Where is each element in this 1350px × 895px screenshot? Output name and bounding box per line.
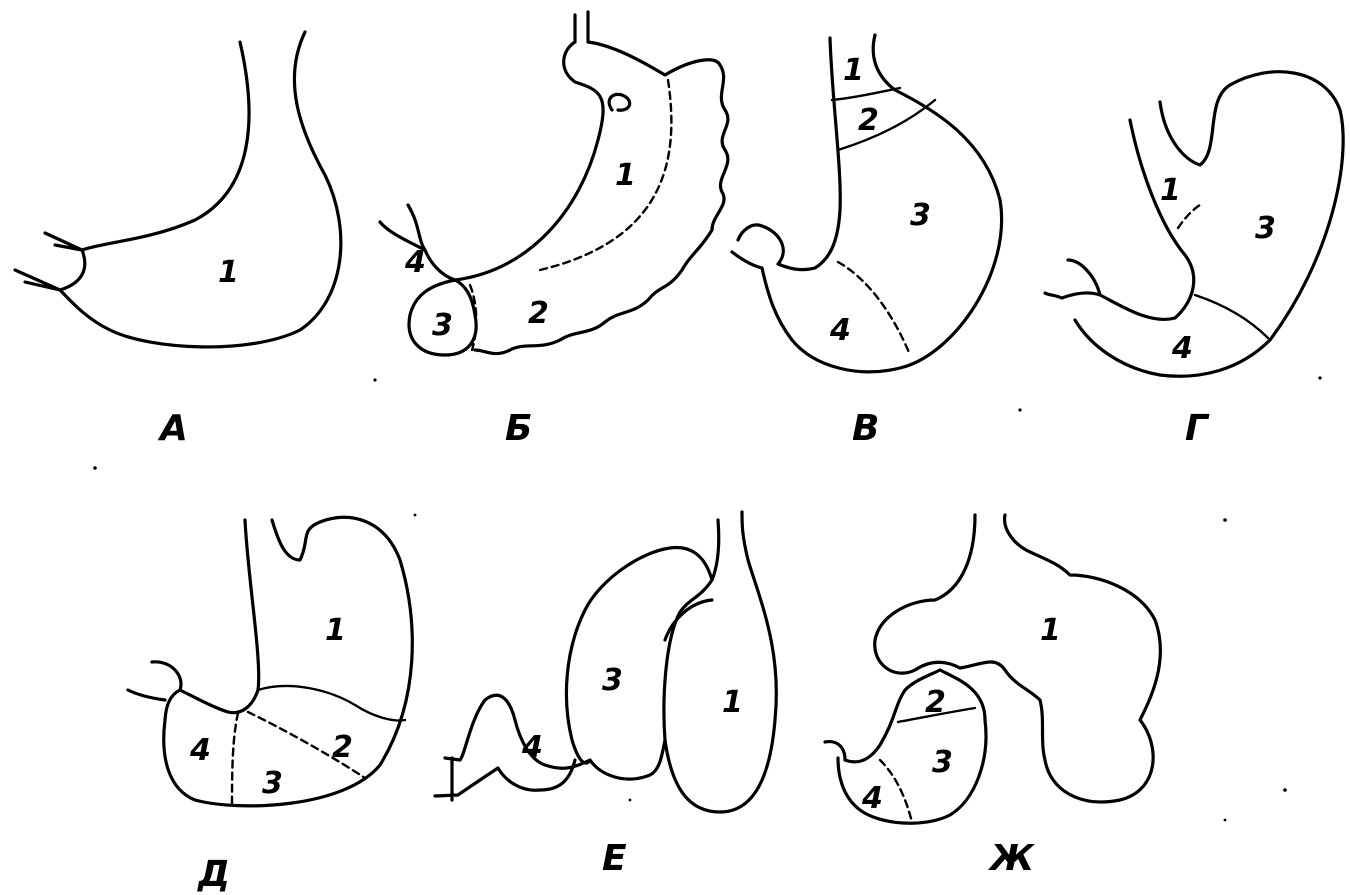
region-label: 3: [432, 308, 453, 343]
panel-a: 1 А: [15, 32, 341, 449]
panel-e: 3 1 4 Е: [435, 512, 776, 879]
region-label: 1: [843, 53, 864, 88]
panel-a-outline: [60, 32, 341, 347]
region-label: 1: [722, 685, 743, 720]
region-label: 3: [602, 663, 623, 698]
panel-g-outline: [1045, 72, 1343, 377]
panel-caption: Б: [505, 408, 532, 449]
region-label: 1: [615, 158, 636, 193]
panel-b-outline: [380, 12, 728, 355]
region-label: 4: [861, 781, 883, 816]
region-label: 2: [925, 685, 946, 720]
panel-v-divider: [832, 88, 935, 150]
region-label: 3: [262, 766, 283, 801]
panel-e-outline: [435, 512, 776, 812]
region-label: 4: [1171, 331, 1193, 366]
region-label: 1: [1160, 173, 1181, 208]
region-label: 3: [1255, 211, 1276, 246]
region-label: 4: [521, 730, 543, 765]
panel-caption: Д: [197, 854, 230, 895]
region-label: 2: [528, 296, 549, 331]
panel-zh-outline: [825, 515, 1160, 823]
panel-zh-divider: [880, 760, 912, 822]
region-label: 2: [332, 730, 353, 765]
region-label: 2: [858, 103, 879, 138]
panel-d-divider: [258, 686, 405, 721]
panel-v-outline: [732, 35, 1002, 372]
region-label: 1: [218, 255, 239, 290]
panel-v: 1 2 3 4 В: [732, 35, 1002, 449]
panel-d: 1 2 3 4 Д: [128, 517, 412, 895]
panel-caption: Е: [602, 838, 627, 879]
panel-caption: В: [852, 408, 879, 449]
region-label: 1: [325, 613, 346, 648]
panel-g-divider: [1195, 295, 1268, 338]
panel-caption: Г: [1185, 408, 1210, 449]
region-label: 3: [910, 198, 931, 233]
panel-d-outline: [128, 517, 412, 806]
panel-caption: А: [157, 408, 188, 449]
region-label: 4: [189, 733, 211, 768]
panel-a-duodenum-stub: [15, 233, 82, 290]
region-label: 3: [932, 745, 953, 780]
panel-g: 1 3 4 Г: [1045, 72, 1343, 449]
region-label: 4: [404, 245, 426, 280]
panel-b-divider: [470, 80, 671, 350]
panel-caption: Ж: [987, 838, 1035, 879]
region-label: 1: [1040, 613, 1061, 648]
panel-b: 1 2 3 4 Б: [380, 12, 728, 449]
region-label: 4: [829, 313, 851, 348]
panel-zh: 1 2 3 4 Ж: [825, 515, 1160, 879]
panel-g-divider: [1178, 205, 1200, 228]
